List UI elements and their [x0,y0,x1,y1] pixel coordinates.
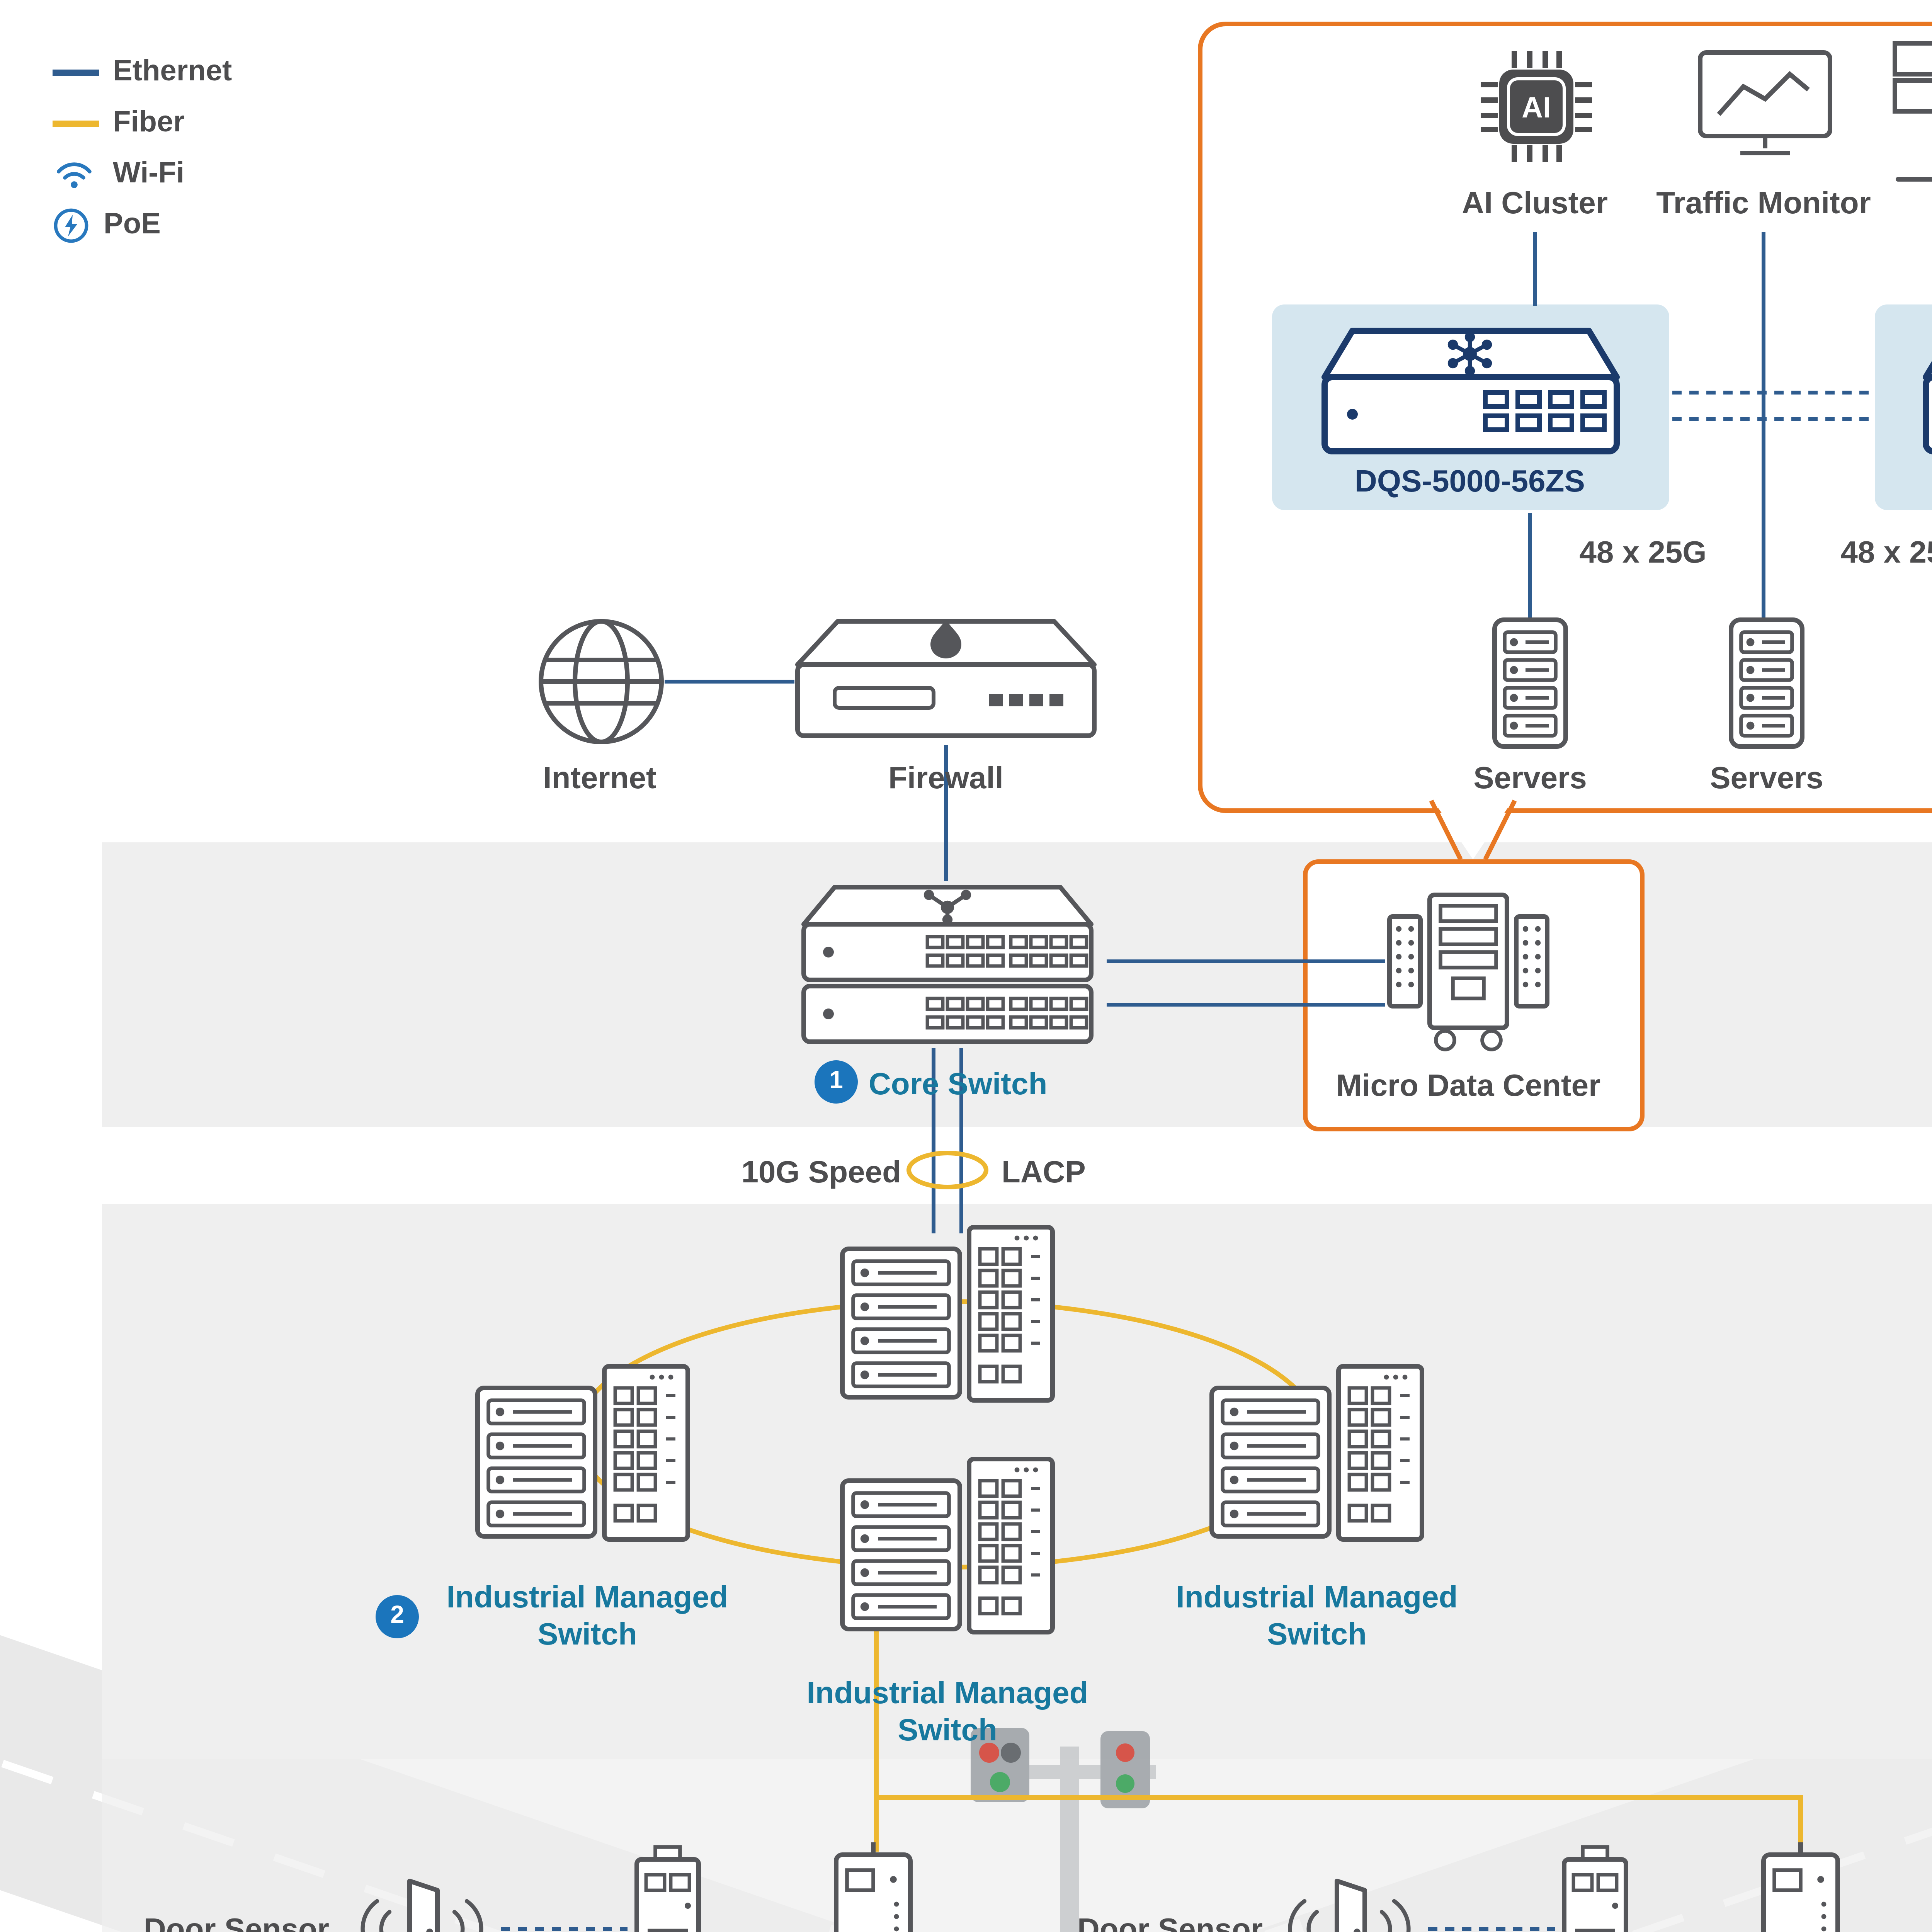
industrial-managed-switch-icon [839,1456,1056,1635]
traffic-light-icon [971,1728,1156,1932]
micro-data-center-icon [1382,892,1555,1056]
ai-cluster-label: AI Cluster [1462,187,1608,221]
dqs-switch-label: DQS-5000-56ZS [1355,465,1585,499]
ethernet-links [665,232,1765,1233]
industrial-managed-switch-icon [839,1224,1056,1403]
door-sensor-label: Door Sensor [1077,1913,1263,1932]
uplink-speed-label: 48 x 25G [1840,536,1932,570]
door-sensor-icon [343,1869,498,1932]
ring-layer-badge: 2 [376,1595,419,1638]
ethernet-line-icon [53,70,99,75]
industrial-managed-switch-label: Industrial Managed Switch [446,1581,728,1652]
callout-tail [1429,798,1517,861]
industrial-smart-switch-icon [1754,1842,1847,1932]
ethernet-remote-io-icon [1556,1844,1634,1932]
wifi-icon [57,162,92,188]
link-speed-label: 10G Speed [741,1156,901,1190]
internet-label: Internet [543,762,656,796]
micro-data-center-label: Micro Data Center [1336,1070,1601,1104]
firewall-label: Firewall [888,762,1003,796]
legend-item-fiber: Fiber [53,107,232,141]
traffic-monitor-label: Traffic Monitor [1656,187,1871,221]
servers-label: Servers [1912,760,1932,798]
poe-icon [54,208,88,243]
operator-workstation-icon [1893,41,1932,182]
ethernet-dashed-links [501,391,1872,1931]
legend-label: Ethernet [113,56,232,88]
legend-label: Wi-Fi [113,158,185,190]
door-sensor-label: Door Sensor [143,1913,330,1932]
legend-item-wifi: Wi-Fi [53,158,232,192]
traffic-monitor-icon [1698,50,1832,155]
legend-label: Fiber [113,107,185,139]
industrial-smart-switch-icon [827,1842,920,1932]
core-switch-label: Core Switch [869,1068,1048,1102]
industrial-managed-switch-icon [474,1363,691,1543]
core-switch-icon [801,885,1094,1044]
legend: Ethernet Fiber Wi-Fi PoE [53,56,232,243]
fiber-line-icon [53,121,99,126]
industrial-managed-switch-label: Industrial Managed Switch [806,1677,1088,1748]
industrial-managed-switch-icon [1209,1363,1425,1543]
server-icon [1490,615,1570,751]
dqs-switch-icon [1898,318,1932,473]
uplink-speed-label: 48 x 25G [1579,536,1707,570]
dqs-switch-label: DQS-5000-56ZS [1917,464,1932,501]
core-switch-badge: 1 [815,1060,858,1104]
door-sensor-icon [1270,1869,1425,1932]
lacp-label: LACP [1002,1156,1086,1190]
servers-label: Servers [1473,762,1587,796]
dqs-switch-icon [1297,318,1645,473]
legend-label: PoE [104,209,161,241]
firewall-icon [795,619,1097,738]
industrial-managed-switch-label: Industrial Managed Switch [1176,1581,1458,1652]
ai-chip-text: AI [1522,91,1551,124]
ai-cluster-icon: AI [1481,51,1592,162]
dqs-switch-highlight-right [1875,304,1932,510]
internet-globe-icon [539,619,664,744]
fiber-links [574,1151,1803,1852]
servers-label: Servers [1710,762,1823,796]
legend-item-poe: PoE [53,208,232,243]
server-icon [1726,615,1807,751]
legend-item-ethernet: Ethernet [53,56,232,90]
ethernet-remote-io-icon [629,1844,706,1932]
